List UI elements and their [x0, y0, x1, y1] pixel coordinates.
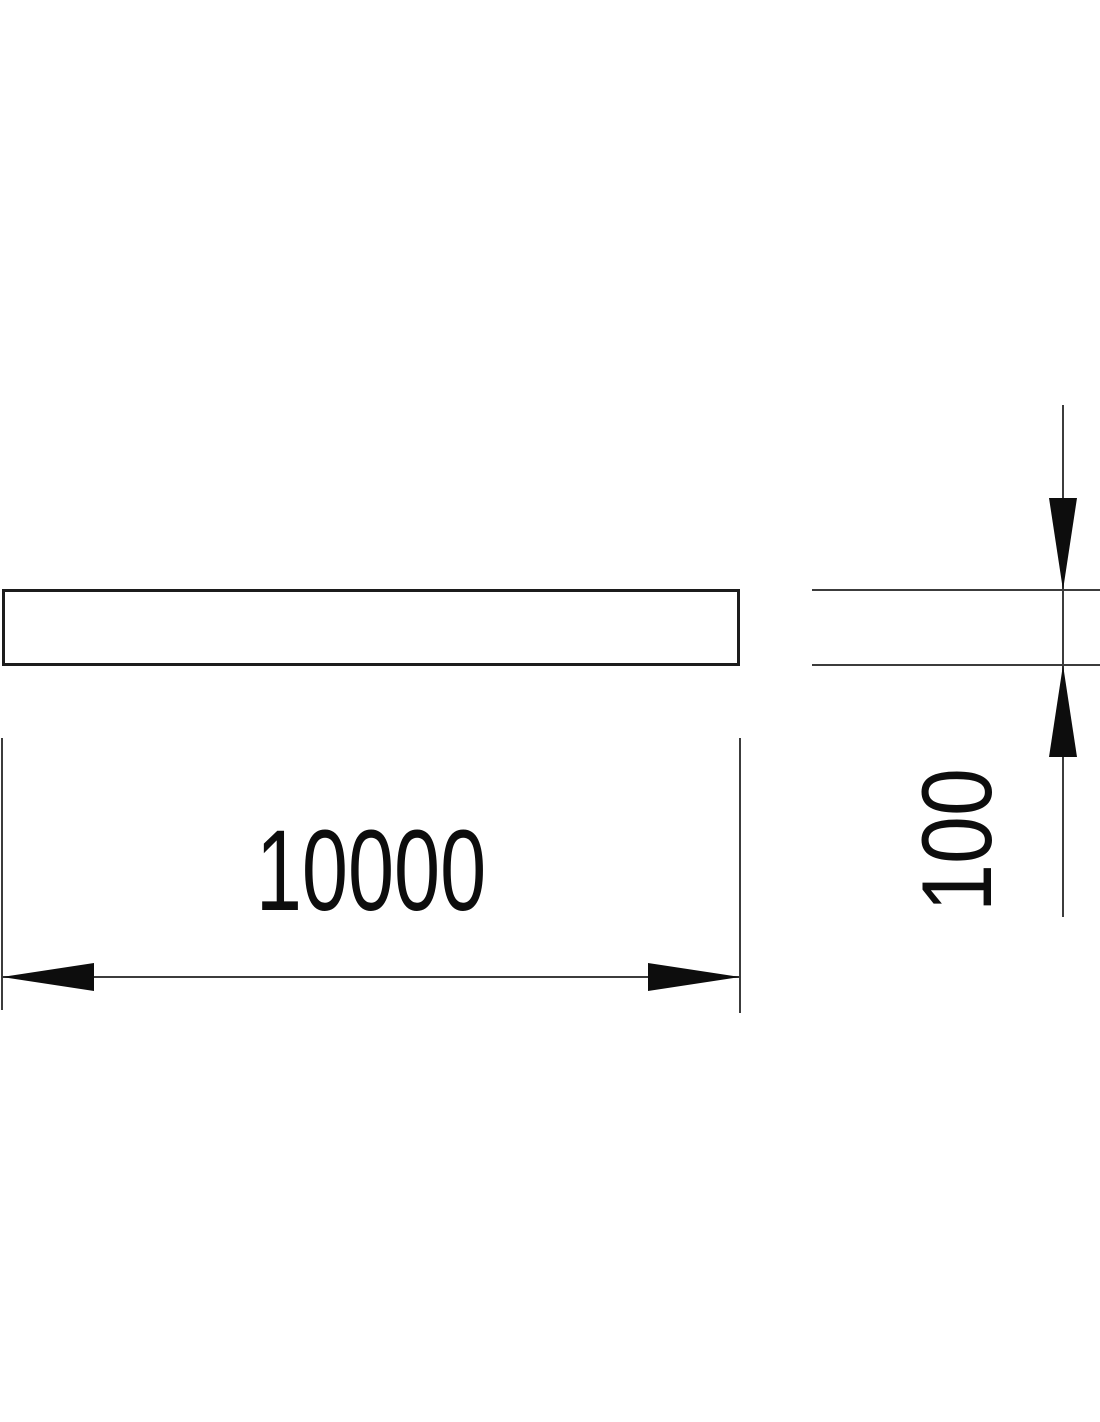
arrowhead-down-icon — [1049, 498, 1077, 590]
length-dimension-label: 10000 — [255, 806, 487, 935]
length-extension-line-right — [739, 738, 741, 1013]
height-extension-line-top — [812, 589, 1100, 591]
height-dimension-line — [1062, 405, 1064, 917]
length-dimension-line — [2, 976, 740, 978]
height-extension-line-bottom — [812, 664, 1100, 666]
length-extension-line-left — [1, 738, 3, 1010]
height-dimension-label: 100 — [900, 768, 1012, 912]
arrowhead-up-icon — [1049, 665, 1077, 757]
part-outline-rectangle — [2, 589, 740, 666]
arrowhead-right-icon — [648, 963, 740, 991]
arrowhead-left-icon — [2, 963, 94, 991]
